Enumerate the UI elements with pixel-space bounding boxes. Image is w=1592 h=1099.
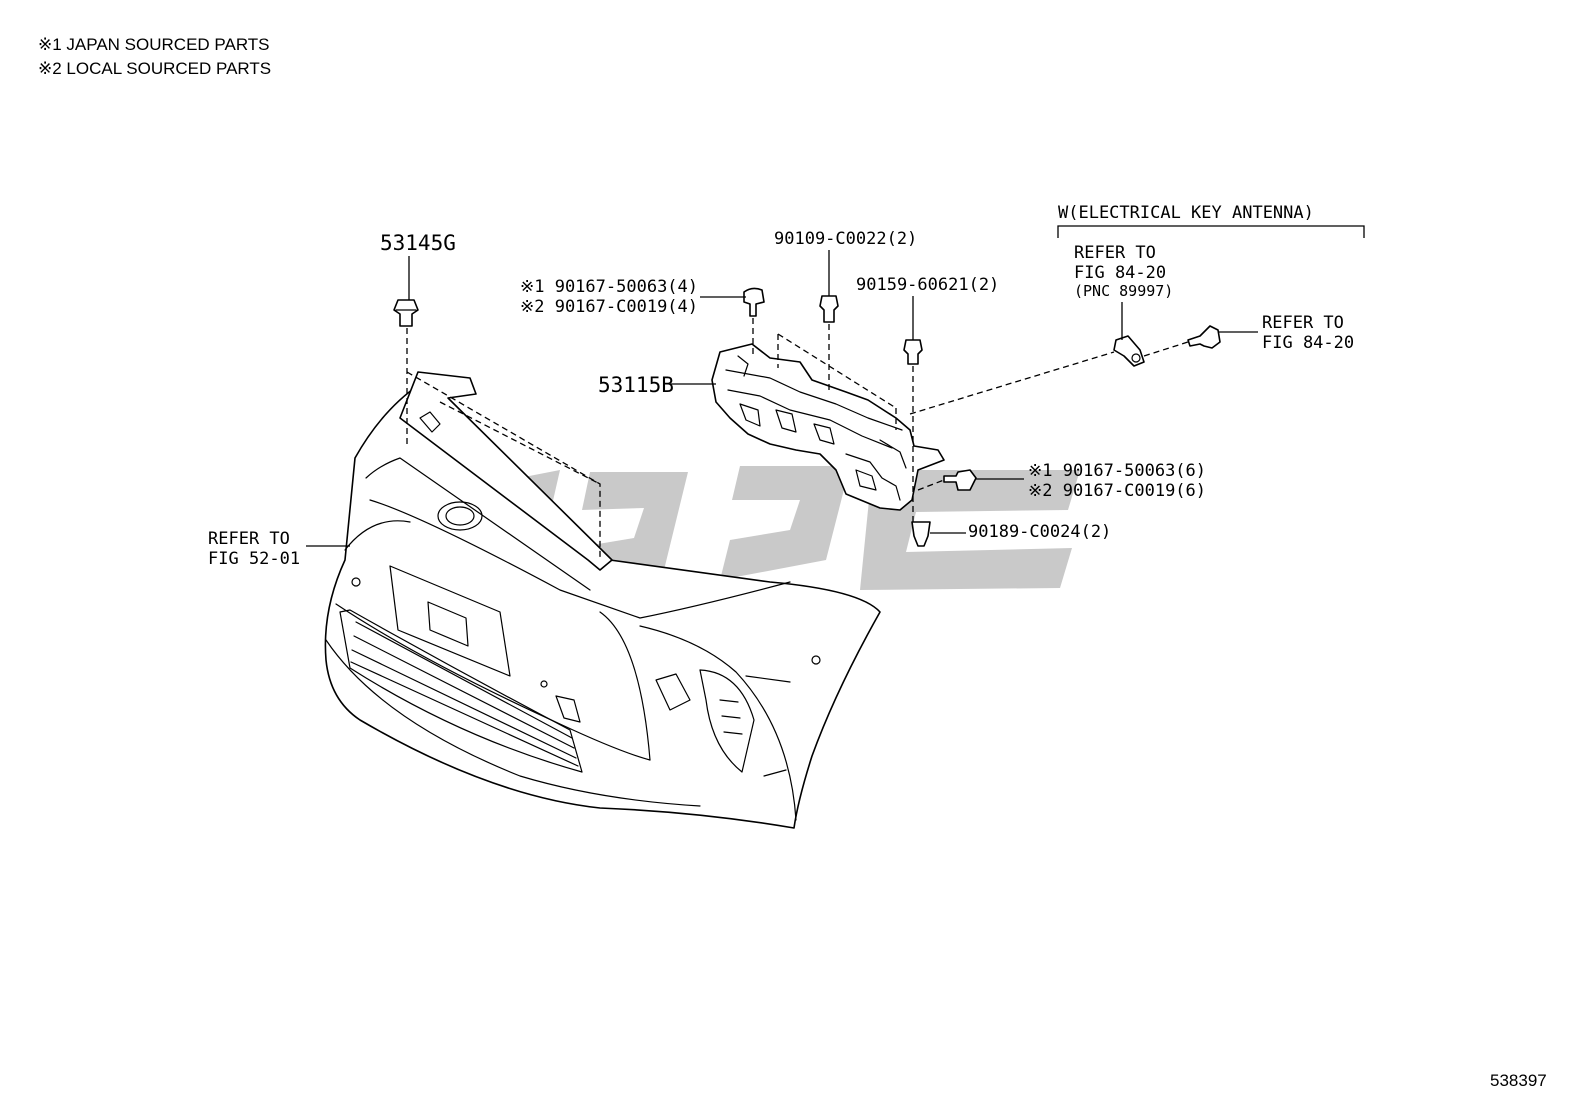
ref-bumper-line2: FIG 52-01 — [208, 549, 300, 569]
leader-lines — [306, 225, 1365, 547]
ref-antenna-line1: REFER TO — [1074, 243, 1156, 263]
bolt-90167-mid — [943, 469, 977, 491]
label-90167-mid-2: ※2 90167-C0019(6) — [1028, 481, 1206, 501]
label-90189: 90189-C0024(2) — [968, 522, 1111, 542]
clip-53145g — [393, 299, 419, 327]
group-label-key-antenna: W(ELECTRICAL KEY ANTENNA) — [1058, 203, 1314, 223]
label-90167-top-2: ※2 90167-C0019(4) — [520, 297, 698, 317]
nut-90109 — [819, 295, 839, 323]
label-90159: 90159-60621(2) — [856, 275, 999, 295]
label-90167-mid-1: ※1 90167-50063(6) — [1028, 461, 1206, 481]
label-90109: 90109-C0022(2) — [774, 229, 917, 249]
note-japan-sourced: ※1 JAPAN SOURCED PARTS — [38, 35, 270, 54]
label-53145g: 53145G — [380, 231, 456, 255]
ref-antenna-line3: (PNC 89997) — [1074, 282, 1173, 300]
bolt-90167-top — [743, 287, 765, 317]
bumper-retainer-bracket — [711, 343, 945, 511]
figure-id: 538397 — [1490, 1071, 1547, 1090]
nut-90159 — [903, 339, 923, 365]
ref-bumper-line1: REFER TO — [208, 529, 290, 549]
upper-garnish — [399, 371, 613, 571]
assembly-dashed-lines — [406, 318, 1189, 560]
ref-screw-line1: REFER TO — [1262, 313, 1344, 333]
label-90167-top-1: ※1 90167-50063(4) — [520, 277, 698, 297]
ref-antenna-line2: FIG 84-20 — [1074, 263, 1166, 283]
note-local-sourced: ※2 LOCAL SOURCED PARTS — [38, 59, 271, 78]
label-53115b: 53115B — [598, 373, 674, 397]
clip-90189 — [911, 521, 931, 547]
ref-screw-line2: FIG 84-20 — [1262, 333, 1354, 353]
antenna-screw — [1187, 325, 1221, 349]
front-bumper-cover — [324, 383, 881, 829]
electrical-key-antenna — [1113, 335, 1145, 367]
